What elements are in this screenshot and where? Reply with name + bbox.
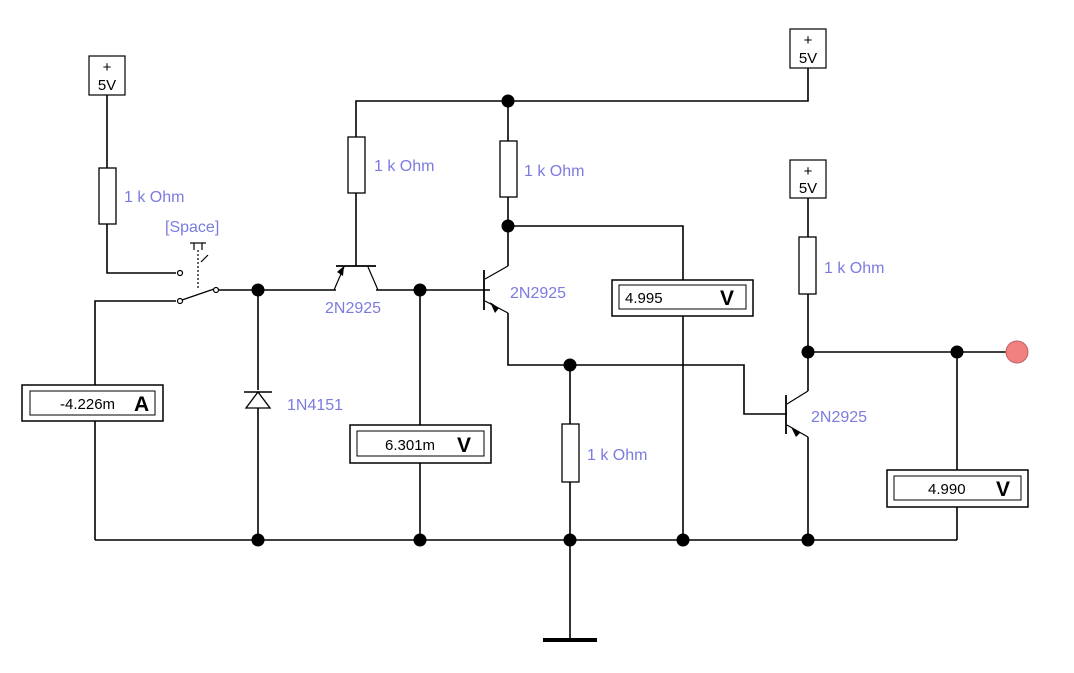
transistor-arrow (337, 266, 344, 276)
meter-display (356, 430, 485, 457)
switch-blade (181, 288, 215, 301)
junction-dot (251, 283, 265, 297)
supply-value: 5V (799, 180, 817, 197)
wires (94, 68, 1006, 642)
diode-label: 1N4151 (287, 397, 343, 414)
supply-left[interactable]: + 5V (88, 55, 126, 96)
meter-unit: A (134, 393, 149, 416)
diode-d1[interactable]: 1N4151 (244, 390, 343, 414)
supply-sign: + (103, 59, 112, 76)
transistor-q2[interactable]: 2N2925 (483, 265, 566, 314)
junction-dot (801, 345, 815, 359)
supply-sign: + (804, 163, 813, 180)
transistor-collector (786, 390, 809, 405)
junction-dot (413, 533, 427, 547)
transistor-arrow (791, 427, 800, 437)
junction-dot (563, 358, 577, 372)
resistor-label: 1 k Ohm (124, 189, 184, 206)
meter-value: -4.226m (60, 396, 115, 413)
supply-box (789, 159, 827, 199)
voltmeter-1[interactable]: 6.301m V (349, 424, 492, 464)
ammeter[interactable]: -4.226m A (21, 384, 164, 422)
junction-dot (950, 345, 964, 359)
wire (94, 300, 176, 387)
meter-value: 4.995 (625, 290, 663, 307)
supply-value: 5V (98, 77, 116, 94)
resistor-r3[interactable]: 1 k Ohm (499, 140, 584, 198)
supply-value: 5V (799, 50, 817, 67)
meter-display (618, 284, 747, 310)
voltmeter-2[interactable]: 4.995 V (611, 279, 754, 317)
junctions (251, 94, 964, 547)
resistor-r4[interactable]: 1 k Ohm (561, 423, 647, 483)
transistor-arrow (490, 302, 499, 313)
meter-value: 4.990 (928, 481, 966, 498)
transistor-q3[interactable]: 2N2925 (785, 390, 867, 438)
resistor-label: 1 k Ohm (824, 260, 884, 277)
switch-contact (212, 286, 220, 294)
transistor-label: 2N2925 (811, 409, 867, 426)
junction-dot (501, 94, 515, 108)
meter-unit: V (457, 434, 471, 457)
resistor-body (561, 423, 580, 483)
resistor-r5[interactable]: 1 k Ohm (798, 236, 884, 295)
supply-top[interactable]: + 5V (789, 28, 827, 69)
resistor-r2[interactable]: 1 k Ohm (347, 136, 434, 194)
supply-right[interactable]: + 5V (789, 159, 827, 199)
top-supply-rail (355, 68, 809, 143)
resistor-body (347, 136, 366, 194)
resistor-label: 1 k Ohm (587, 447, 647, 464)
wire (507, 313, 787, 415)
supply-box (789, 28, 827, 69)
wire (508, 225, 684, 282)
transistor-label: 2N2925 (325, 300, 381, 317)
junction-dot (801, 533, 815, 547)
resistor-label: 1 k Ohm (524, 163, 584, 180)
output-probe-indicator[interactable] (1005, 340, 1029, 364)
resistor-body (499, 140, 518, 198)
switch-contact (176, 297, 184, 305)
transistor-emitter (786, 424, 809, 438)
transistor-q1[interactable]: 2N2925 (325, 265, 381, 317)
transistor-collector (367, 266, 379, 291)
wire (106, 224, 176, 274)
switch-contact (176, 269, 184, 277)
resistor-r1[interactable]: 1 k Ohm (98, 167, 184, 225)
switch[interactable]: [Space] (165, 219, 220, 305)
meter-display (29, 390, 156, 416)
supply-sign: + (804, 32, 813, 49)
junction-dot (413, 283, 427, 297)
diode-triangle (244, 390, 272, 409)
junction-dot (563, 533, 577, 547)
resistor-label: 1 k Ohm (374, 158, 434, 175)
meter-value: 6.301m (385, 437, 435, 454)
junction-dot (251, 533, 265, 547)
meter-display (893, 475, 1022, 501)
meter-unit: V (720, 287, 734, 310)
voltmeter-3[interactable]: 4.990 V (886, 469, 1029, 508)
supply-box (88, 55, 126, 96)
meter-unit: V (996, 478, 1010, 501)
switch-key-label: [Space] (165, 219, 219, 236)
transistor-label: 2N2925 (510, 285, 566, 302)
junction-dot (501, 219, 515, 233)
resistor-body (98, 167, 117, 225)
junction-dot (676, 533, 690, 547)
transistor-collector (484, 265, 509, 280)
resistor-body (798, 236, 817, 295)
